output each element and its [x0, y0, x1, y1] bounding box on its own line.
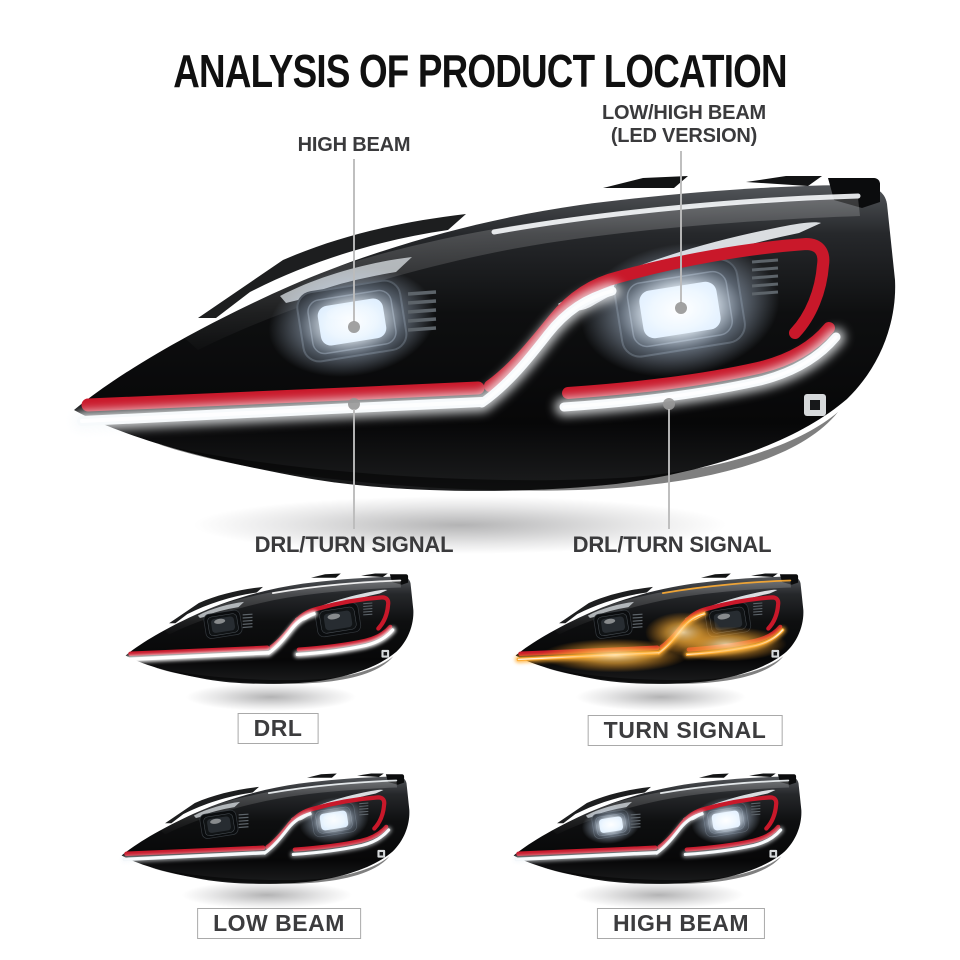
thumb-low-beam-image	[116, 756, 416, 906]
main-headlight-reflection	[100, 486, 820, 564]
thumb-low-beam-label: LOW BEAM	[197, 908, 361, 939]
callout-led-beam-label-line2: (LED VERSION)	[610, 125, 758, 147]
callout-drl-left-label: DRL/TURN SIGNAL	[254, 532, 454, 557]
thumb-turn-signal-label: TURN SIGNAL	[587, 715, 783, 746]
main-headlight-image	[58, 172, 914, 508]
thumb-drl-label: DRL	[237, 713, 319, 744]
callout-high-beam-line	[353, 159, 355, 322]
callout-drl-right-dot	[663, 398, 675, 410]
thumb-high-beam-label: HIGH BEAM	[596, 908, 766, 939]
callout-high-beam-dot	[348, 321, 360, 333]
callout-drl-right-label: DRL/TURN SIGNAL	[572, 532, 772, 557]
page-title: ANALYSIS OF PRODUCT LOCATION	[173, 45, 787, 97]
callout-led-beam-dot	[675, 302, 687, 314]
callout-led-beam-label: LOW/HIGH BEAM (LED VERSION)	[544, 102, 824, 148]
callout-drl-right-line	[668, 409, 670, 529]
thumb-drl-reflection	[156, 678, 386, 716]
callout-drl-left-line	[353, 409, 355, 529]
callout-drl-left-dot	[348, 398, 360, 410]
callout-led-beam-label-line1: LOW/HIGH BEAM	[601, 102, 767, 124]
thumb-high-beam-image	[508, 756, 808, 906]
callout-high-beam-label: HIGH BEAM	[297, 134, 411, 156]
thumb-turn-signal-reflection	[546, 678, 776, 716]
callout-led-beam-line	[680, 151, 682, 303]
thumb-drl-image	[120, 556, 420, 706]
thumb-turn-signal-image	[510, 556, 810, 706]
